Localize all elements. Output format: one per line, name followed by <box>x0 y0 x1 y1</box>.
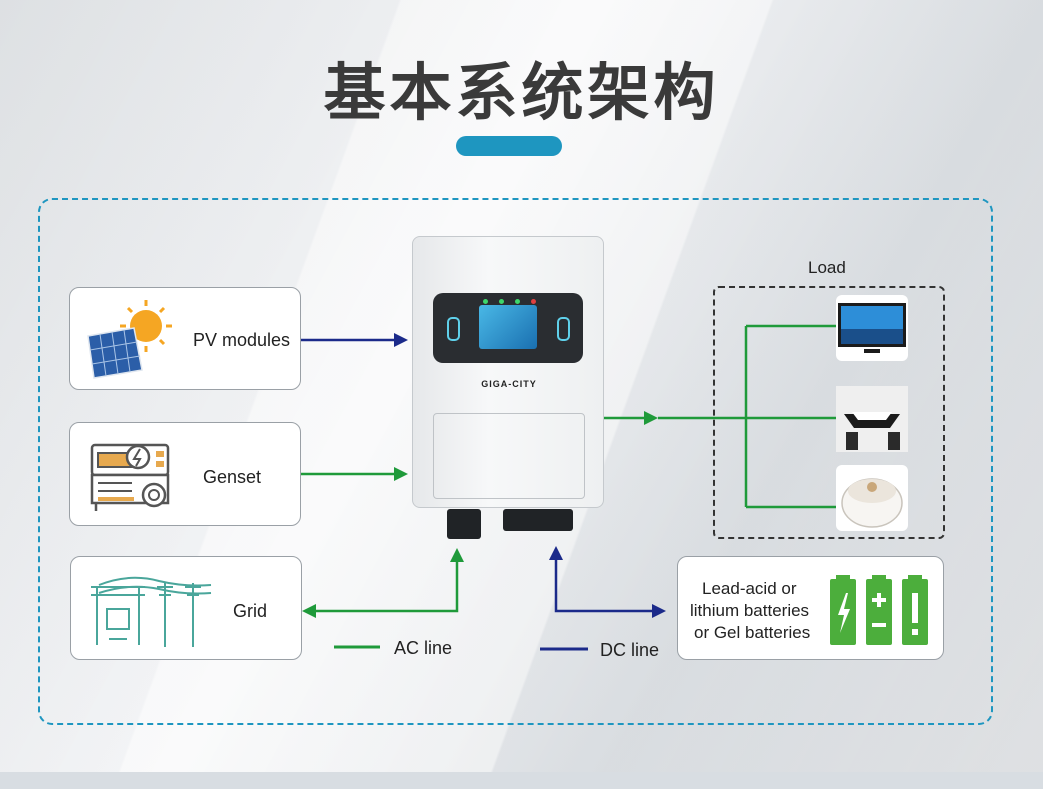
legend-dc-label: DC line <box>600 640 660 660</box>
generator-icon <box>90 443 170 511</box>
grid-arrowhead-up <box>450 548 464 562</box>
grid-ac-line <box>314 560 459 613</box>
load-arrowhead <box>644 411 658 425</box>
rice-cooker-icon <box>841 478 903 528</box>
battery-arrowhead-up <box>549 546 563 560</box>
solar-panel-icon <box>87 300 172 379</box>
inverter-ac-connector <box>447 509 481 539</box>
power-tower-icon <box>91 576 212 647</box>
ceiling-light-icon <box>836 386 908 452</box>
inverter-button-right <box>557 317 570 341</box>
diagram-frame <box>38 198 993 725</box>
battery-label-line1: Lead-acid or <box>702 579 797 598</box>
status-led <box>515 299 520 304</box>
battery-dc-line <box>554 560 654 613</box>
tv-icon <box>838 303 906 353</box>
grid-arrowhead-left <box>302 604 316 618</box>
load-frame <box>713 286 945 539</box>
battery-label-line3: or Gel batteries <box>694 623 811 642</box>
bottom-band <box>0 772 1043 789</box>
load-tv <box>836 295 908 361</box>
battery-arrowhead-right <box>652 604 666 618</box>
genset-arrowhead <box>394 467 408 481</box>
inverter-brand: GIGA-CITY <box>481 379 537 389</box>
inverter-dc-connector <box>503 509 573 531</box>
pv-modules-box: PV modules <box>69 287 301 390</box>
status-led <box>499 299 504 304</box>
inverter-button-left <box>447 317 460 341</box>
battery-icon <box>830 575 928 645</box>
legend-ac-label: AC line <box>394 638 453 658</box>
load-label: Load <box>808 258 846 277</box>
page-title: 基本系统架构 <box>323 59 720 128</box>
load-rice-cooker <box>836 465 908 531</box>
inverter-lcd <box>479 305 537 349</box>
status-led <box>531 299 536 304</box>
pv-modules-label: PV modules <box>193 330 291 350</box>
inverter-display-panel <box>433 293 583 363</box>
title-underline <box>456 136 562 156</box>
load-ceiling-light <box>836 386 908 452</box>
inverter: GIGA-CITY <box>412 236 604 539</box>
inverter-lower-panel <box>433 413 585 499</box>
genset-label: Genset <box>203 467 262 487</box>
grid-box: Grid <box>70 556 302 660</box>
grid-label: Grid <box>233 601 268 621</box>
battery-box: Lead-acid or lithium batteries or Gel ba… <box>677 556 944 660</box>
battery-label-line2: lithium batteries <box>690 601 810 620</box>
pv-arrowhead <box>394 333 408 347</box>
genset-box: Genset <box>69 422 301 526</box>
status-led <box>483 299 488 304</box>
